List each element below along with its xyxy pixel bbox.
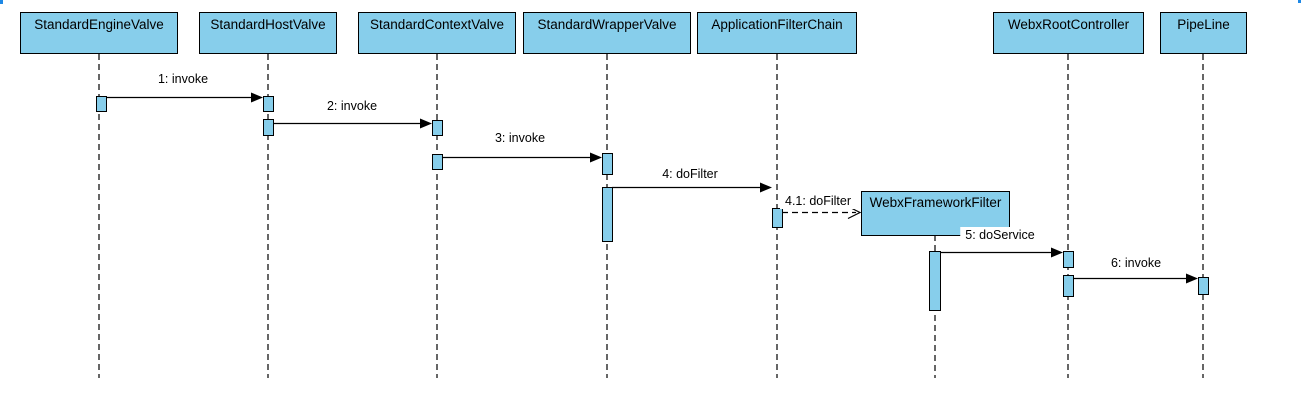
activation-host-valve-receive — [263, 96, 274, 112]
activation-context-valve-receive — [432, 120, 443, 136]
corner-artifact-top-left — [0, 0, 3, 4]
participant-name: PipeLine — [1177, 17, 1230, 32]
message-label-2: 2: invoke — [321, 98, 383, 114]
participant-box-application-filter-chain: ApplicationFilterChain — [697, 12, 857, 54]
participant-box-standard-engine-valve: StandardEngineValve — [20, 12, 178, 54]
arrowhead-message-3 — [590, 152, 602, 163]
participant-box-standard-context-valve: StandardContextValve — [358, 12, 516, 54]
participant-name: WebxRootController — [1007, 17, 1130, 32]
activation-pipeline — [1198, 277, 1209, 295]
activation-host-valve-send — [263, 119, 274, 136]
activation-filter-chain — [772, 208, 783, 228]
participant-name: StandardHostValve — [210, 17, 326, 32]
activation-root-controller-send — [1063, 275, 1074, 297]
participant-box-standard-host-valve: StandardHostValve — [199, 12, 337, 54]
participant-name: ApplicationFilterChain — [711, 17, 843, 32]
message-label-6: 6: invoke — [1105, 255, 1167, 271]
participant-box-webx-root-controller: WebxRootController — [993, 12, 1144, 54]
message-label-5: 5: doService — [960, 227, 1040, 243]
participant-name: StandardEngineValve — [34, 17, 164, 32]
arrowhead-message-6 — [1186, 273, 1198, 284]
activation-root-controller-receive — [1063, 251, 1074, 268]
activation-wrapper-valve-send — [602, 187, 613, 242]
corner-artifact-top-right — [1298, 0, 1301, 3]
message-label-4-1: 4.1: doFilter — [779, 193, 857, 209]
message-label-3: 3: invoke — [489, 130, 551, 146]
participant-name: WebxFrameworkFilter — [869, 195, 1002, 210]
activation-engine-valve — [96, 96, 107, 112]
activation-wrapper-valve-receive — [602, 153, 613, 175]
message-label-1: 1: invoke — [152, 71, 214, 87]
arrowhead-message-5 — [1051, 247, 1063, 258]
message-label-4: 4: doFilter — [657, 166, 723, 182]
arrowhead-message-2 — [420, 118, 432, 129]
arrowhead-message-1 — [251, 92, 263, 103]
activation-framework-filter — [929, 251, 941, 311]
participant-box-pipeline: PipeLine — [1160, 12, 1247, 54]
participant-box-standard-wrapper-valve: StandardWrapperValve — [523, 12, 691, 54]
participant-name: StandardWrapperValve — [537, 17, 677, 32]
arrowhead-message-4 — [760, 182, 772, 193]
participant-name: StandardContextValve — [369, 17, 505, 32]
activation-context-valve-send — [432, 154, 443, 170]
